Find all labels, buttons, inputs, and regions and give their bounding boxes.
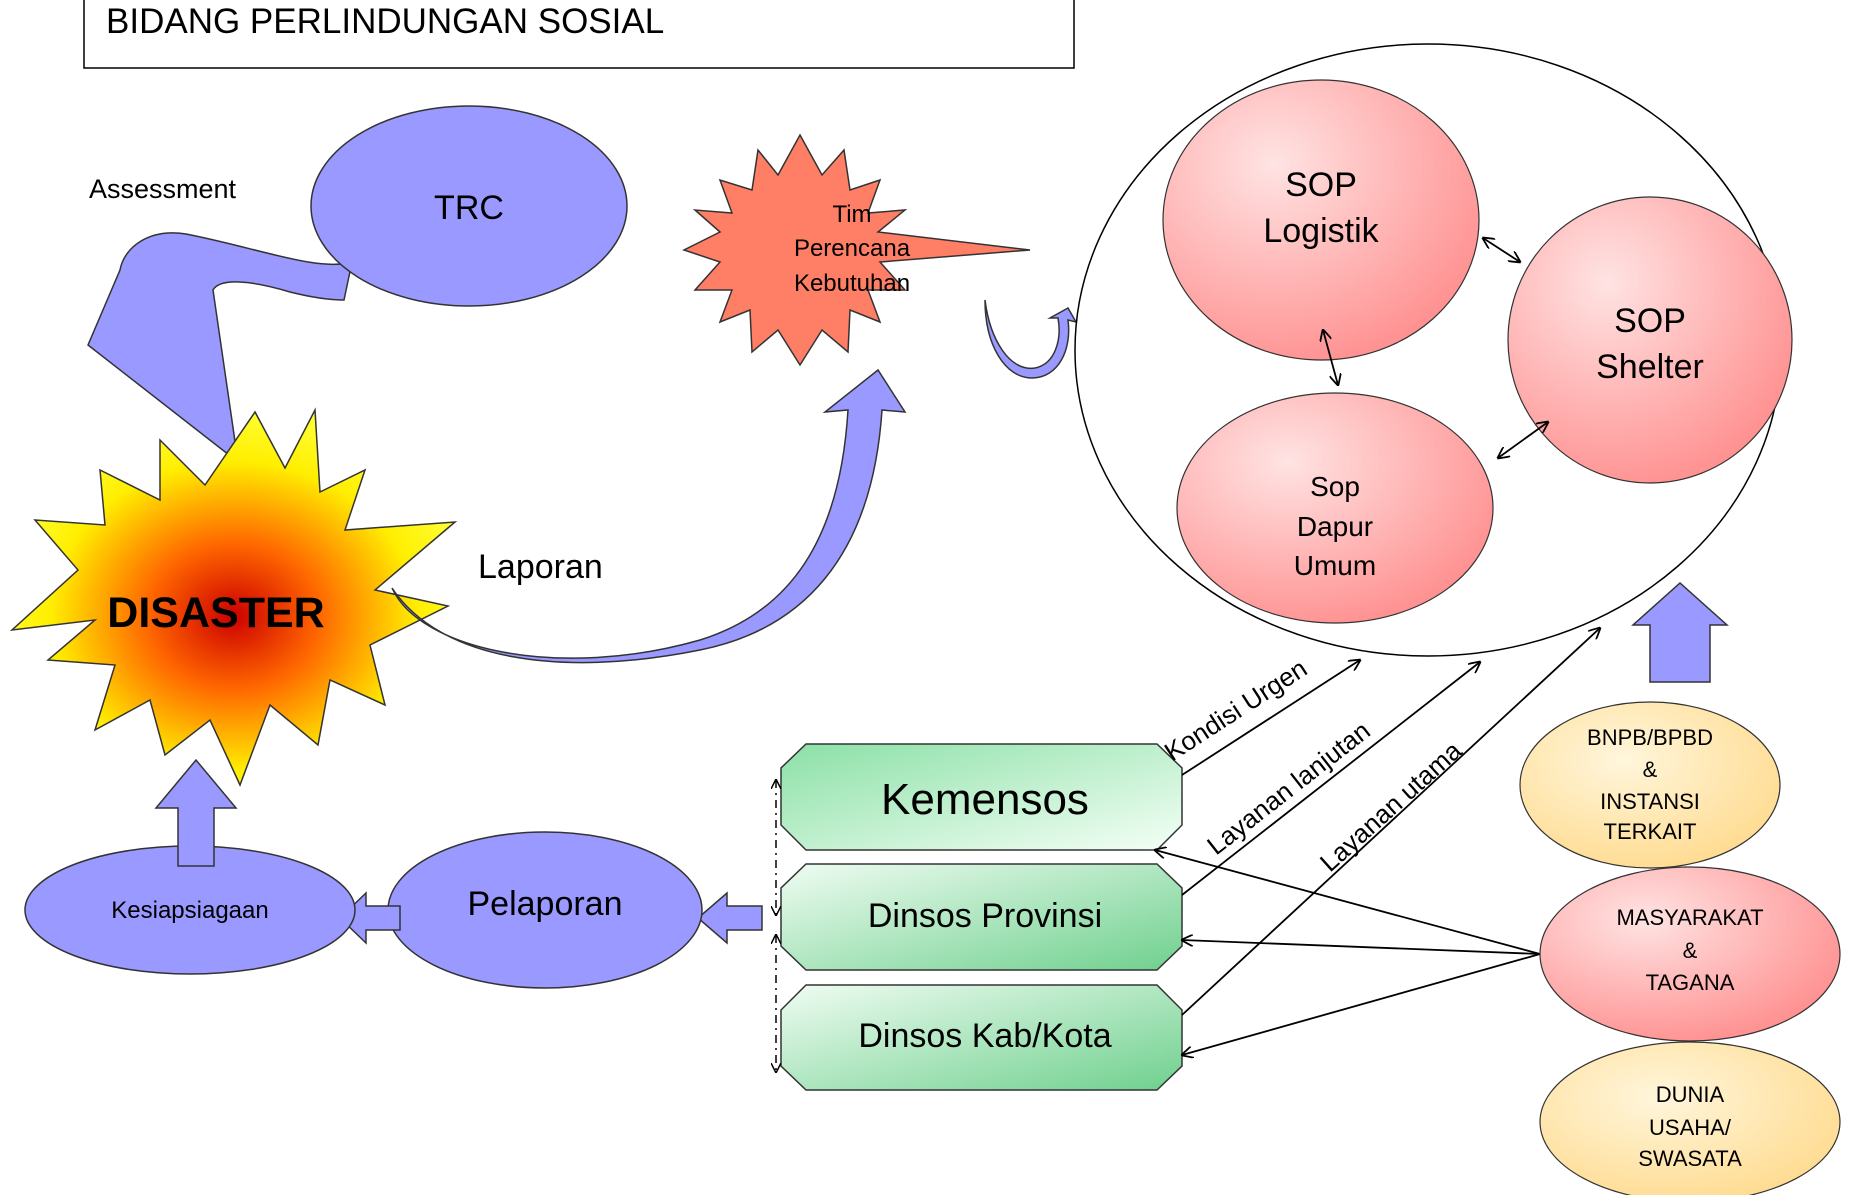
kondisi-urgen-label: Kondisi Urgen xyxy=(1159,653,1312,767)
masyarakat-line-3: TAGANA xyxy=(1646,970,1735,995)
logistik-shelter-arrow xyxy=(1483,238,1520,262)
dinsos-provinsi-box: Dinsos Provinsi xyxy=(780,863,1183,971)
trc-node xyxy=(310,105,628,307)
bnpb-line-2: & xyxy=(1643,757,1658,782)
bnpb-node xyxy=(1519,701,1781,869)
dunia-usaha-line-2: USAHA/ xyxy=(1649,1115,1732,1140)
kesiapsiagaan-label: Kesiapsiagaan xyxy=(111,897,268,924)
disaster-label: DISASTER xyxy=(107,589,324,637)
dinsos-provinsi-label: Dinsos Provinsi xyxy=(868,897,1102,935)
layanan-lanjutan-arrow xyxy=(1181,662,1480,896)
trc-label: TRC xyxy=(434,189,504,227)
pelaporan-label: Pelaporan xyxy=(467,885,622,923)
sop-dapur-line-3: Umum xyxy=(1294,550,1376,581)
layanan-utama-arrow xyxy=(1181,628,1600,1016)
kemensos-box: Kemensos xyxy=(780,743,1183,851)
dinsos-kab-label: Dinsos Kab/Kota xyxy=(858,1017,1111,1055)
boxes-to-pelaporan-arrow xyxy=(696,891,763,945)
dunia-usaha-node xyxy=(1539,1041,1841,1195)
masyarakat-line-2: & xyxy=(1683,938,1698,963)
assessment-text: Assessment xyxy=(89,174,237,204)
assessment-arrow xyxy=(87,232,353,464)
bnpb-up-arrow xyxy=(1631,581,1729,683)
sop-shelter-node xyxy=(1507,196,1793,484)
kesiapsiagaan-to-disaster-arrow xyxy=(154,758,238,867)
dunia-usaha-line-1: DUNIA xyxy=(1656,1082,1725,1107)
masyarakat-to-kab xyxy=(1182,953,1541,1055)
page-title: BIDANG PERLINDUNGAN SOSIAL xyxy=(106,2,664,41)
title-box: BIDANG PERLINDUNGAN SOSIAL xyxy=(83,0,1075,69)
sop-shelter-line-2: Shelter xyxy=(1596,348,1704,386)
logistik-dapur-arrow xyxy=(1323,330,1338,385)
tim-to-sop-arrow xyxy=(984,299,1078,379)
sop-dapur-line-2: Dapur xyxy=(1297,511,1373,542)
sop-dapur-line-1: Sop xyxy=(1310,471,1360,502)
dinsos-kab-box: Dinsos Kab/Kota xyxy=(780,984,1183,1091)
bnpb-line-3: INSTANSI xyxy=(1600,789,1700,814)
sop-logistik-line-2: Logistik xyxy=(1263,212,1379,250)
bnpb-line-4: TERKAIT xyxy=(1604,819,1697,844)
sop-dapur-node xyxy=(1176,392,1494,624)
laporan-arrow xyxy=(391,368,907,664)
masyarakat-node xyxy=(1539,866,1841,1042)
laporan-label: Laporan xyxy=(478,548,603,586)
dunia-usaha-line-3: SWASATA xyxy=(1638,1146,1742,1171)
masyarakat-line-1: MASYARAKAT xyxy=(1616,905,1763,930)
kemensos-label: Kemensos xyxy=(881,775,1089,824)
masyarakat-to-kemensos xyxy=(1155,850,1541,955)
bnpb-line-1: BNPB/BPBD xyxy=(1587,725,1713,750)
tim-line-3: Kebutuhan xyxy=(794,270,910,297)
disaster-burst xyxy=(9,407,458,787)
dapur-shelter-arrow xyxy=(1498,422,1548,458)
tim-line-1: Tim xyxy=(832,201,871,228)
sop-logistik-line-1: SOP xyxy=(1285,166,1357,204)
sop-shelter-line-1: SOP xyxy=(1614,302,1686,340)
tim-line-2: Perencana xyxy=(794,235,911,262)
tim-perencana-star xyxy=(682,133,1031,367)
kondisi-urgen-arrow xyxy=(1181,660,1360,776)
masyarakat-to-provinsi xyxy=(1182,940,1541,955)
